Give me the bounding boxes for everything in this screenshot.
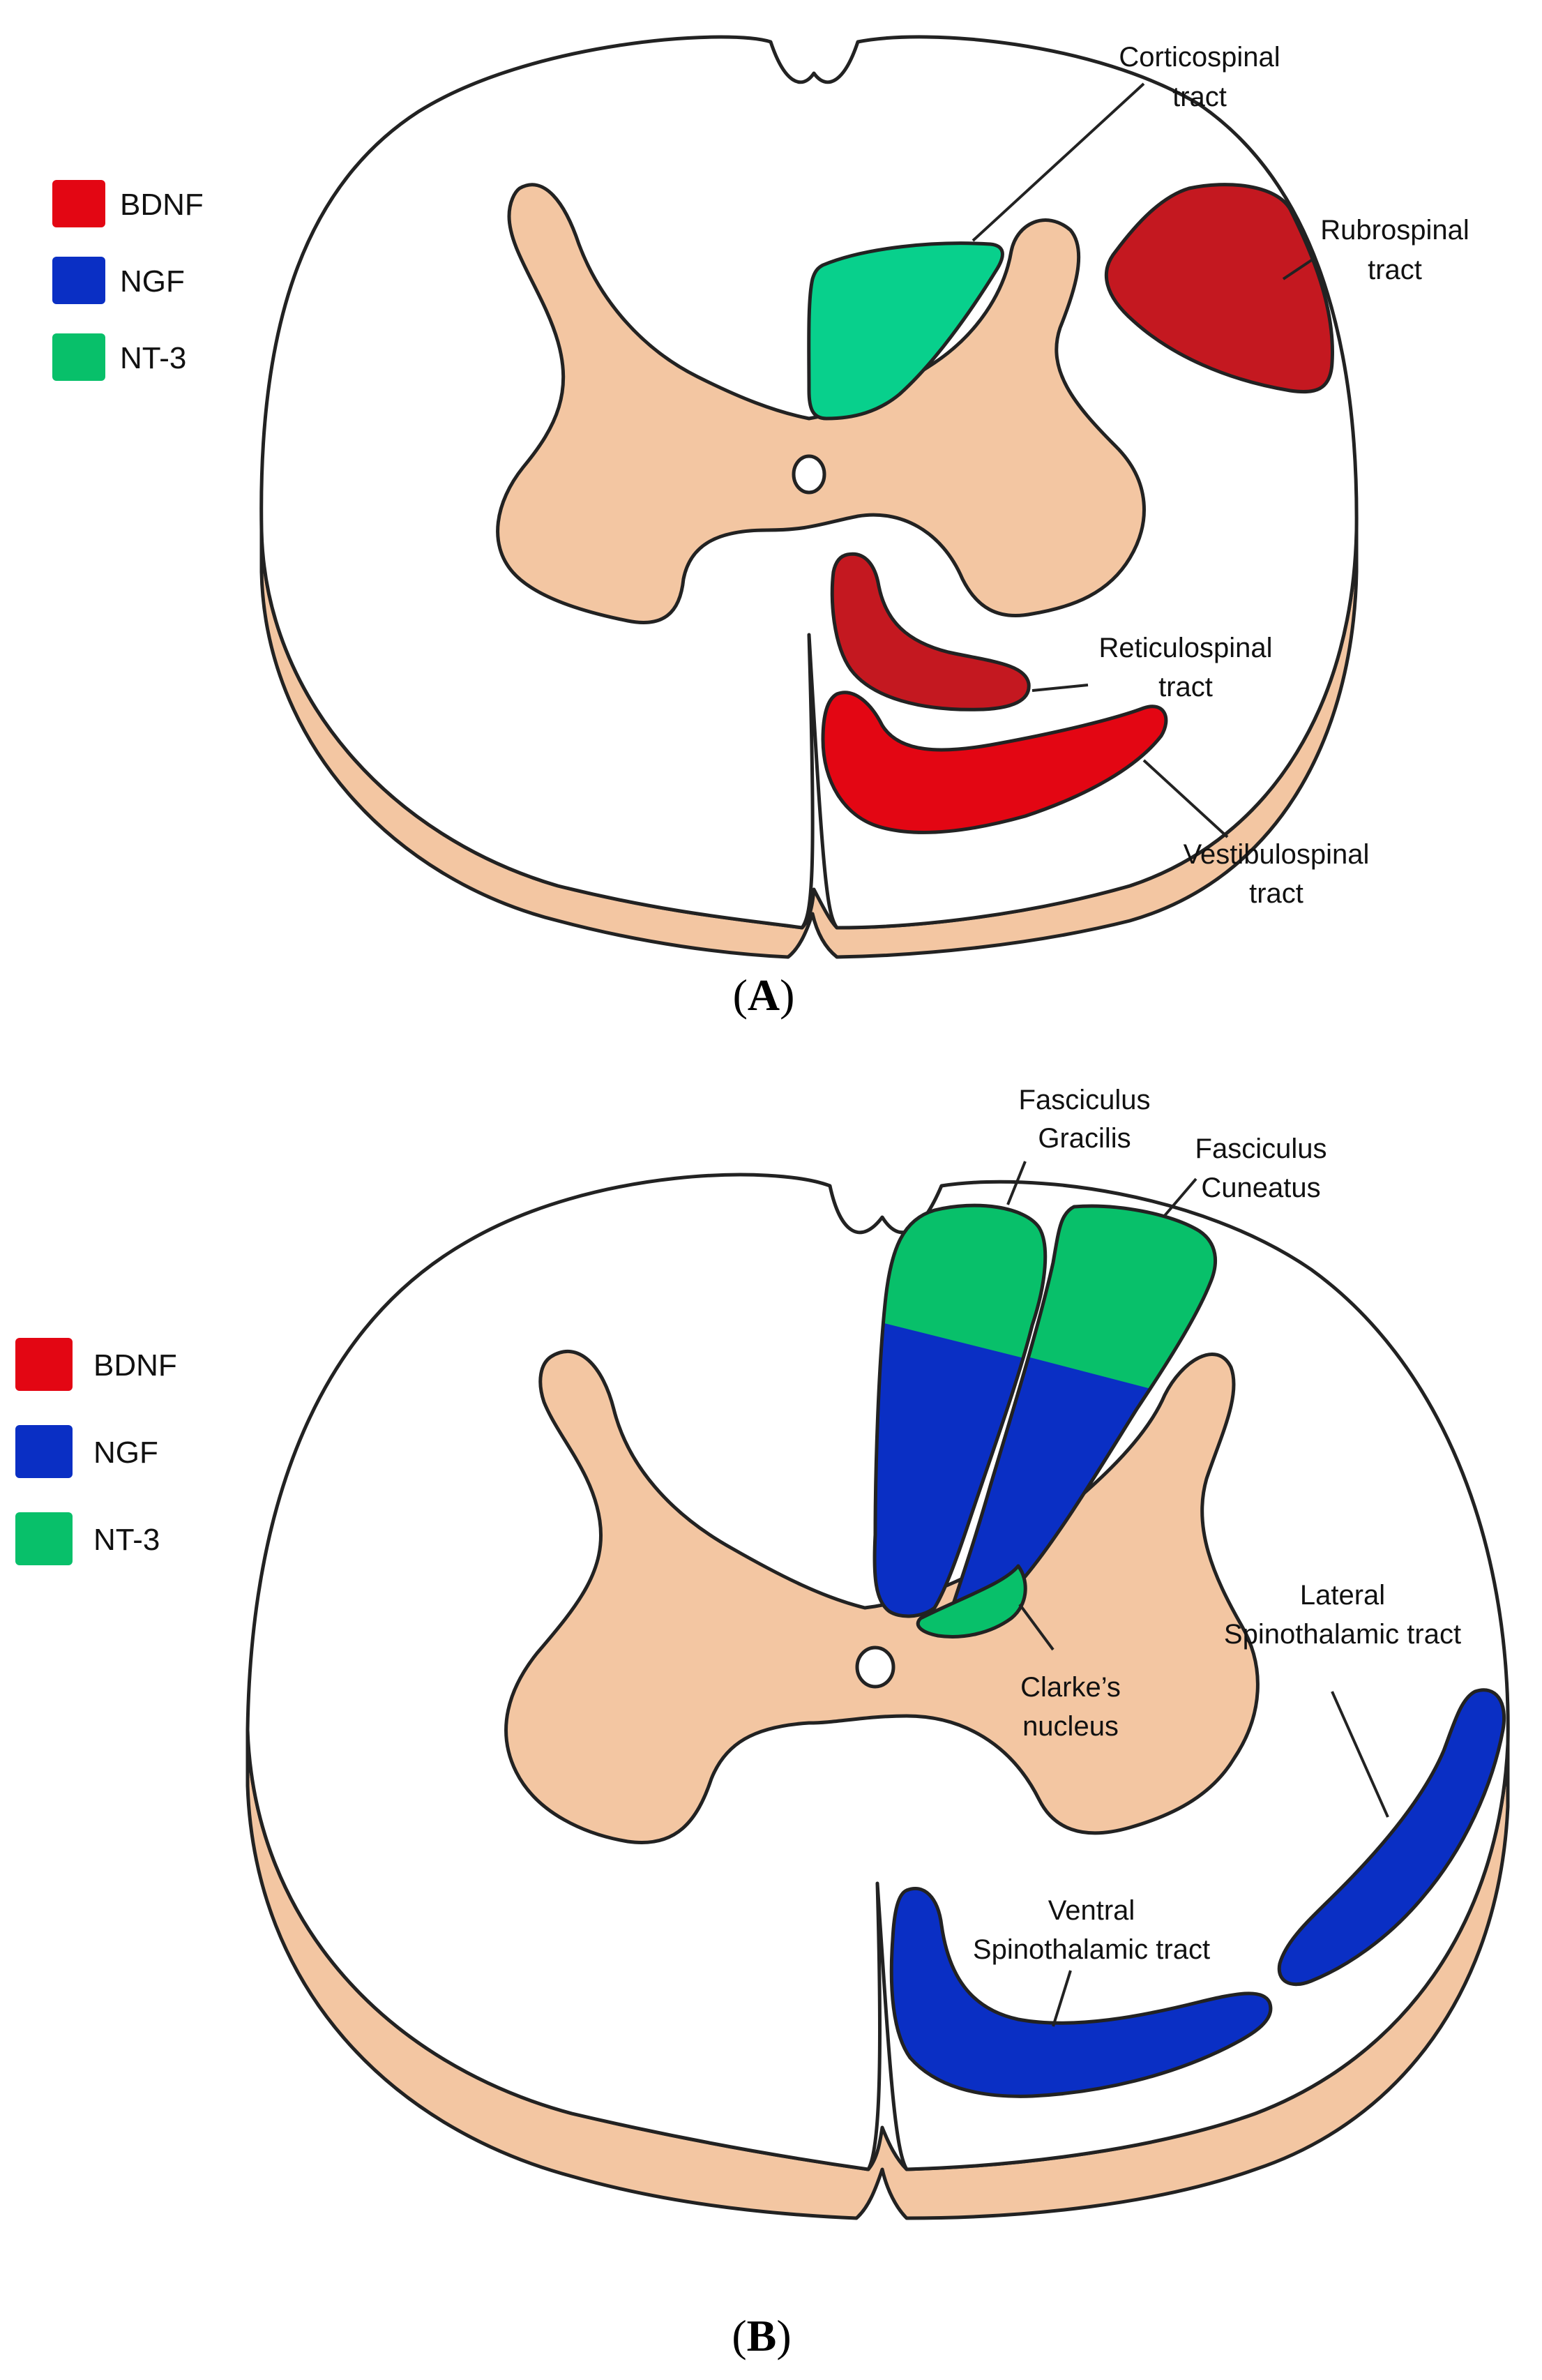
leader-rubrospinal [1282, 257, 1316, 280]
leader-corticospinal [972, 82, 1145, 242]
legend-b-label-nt3: NT-3 [93, 1523, 160, 1557]
tract-rubrospinal-a [1104, 183, 1334, 394]
panel-tag-a: (A) [733, 970, 795, 1020]
legend-b-swatch-bdnf [15, 1338, 73, 1391]
legend-a-label-bdnf: BDNF [120, 188, 204, 222]
label-reticulospinal-line2: tract [1158, 672, 1213, 702]
tract-vestibulospinal-a [821, 691, 1168, 834]
tract-reticulospinal-a [830, 552, 1031, 711]
legend-b-label-bdnf: BDNF [93, 1348, 177, 1383]
label-vestibulospinal-line2: tract [1249, 878, 1303, 909]
label-fasciculus-cuneatus-line2: Cuneatus [1201, 1173, 1320, 1203]
legend-a-label-nt3: NT-3 [120, 341, 186, 375]
label-fasciculus-gracilis-line2: Gracilis [1038, 1123, 1131, 1154]
label-reticulospinal-line1: Reticulospinal [1098, 633, 1272, 663]
label-rubrospinal-line2: tract [1368, 255, 1422, 285]
legend-a-swatch-bdnf [52, 180, 105, 227]
label-fasciculus-gracilis-line1: Fasciculus [1019, 1085, 1151, 1115]
tract-corticospinal-a [807, 241, 1004, 421]
central-canal-a [792, 454, 826, 495]
label-clarkes-nucleus-line1: Clarke’s [1020, 1672, 1121, 1703]
label-corticospinal-line1: Corticospinal [1119, 42, 1280, 73]
tract-ventral-spinothalamic [889, 1887, 1273, 2098]
legend-a: BDNF NGF NT-3 [52, 180, 204, 381]
label-ventral-spinothalamic-line1: Ventral [1048, 1895, 1135, 1926]
leader-fasciculus-gracilis [1006, 1161, 1027, 1205]
label-vestibulospinal-line1: Vestibulospinal [1184, 839, 1370, 870]
clarkes-nucleus [916, 1564, 1027, 1639]
label-rubrospinal-line1: Rubrospinal [1320, 215, 1469, 246]
leader-lateral-spinothalamic [1331, 1691, 1389, 1818]
label-corticospinal-line2: tract [1172, 82, 1227, 112]
leader-clarkes-nucleus [1018, 1603, 1055, 1651]
leader-fasciculus-cuneatus [1162, 1177, 1197, 1219]
panel-a: Corticospinal tract Rubrospinal tract Re… [52, 35, 1469, 1020]
legend-b-label-ngf: NGF [93, 1436, 158, 1470]
label-lateral-spinothalamic-line2: Spinothalamic tract [1224, 1619, 1461, 1650]
legend-a-label-ngf: NGF [120, 264, 185, 299]
label-lateral-spinothalamic-line1: Lateral [1300, 1580, 1385, 1611]
leader-reticulospinal [1031, 684, 1089, 692]
legend-a-swatch-ngf [52, 257, 105, 304]
central-canal-b [855, 1645, 895, 1689]
label-fasciculus-cuneatus-line1: Fasciculus [1195, 1133, 1327, 1164]
label-ventral-spinothalamic-line2: Spinothalamic tract [973, 1934, 1210, 1965]
panel-tag-b: (B) [732, 2311, 791, 2360]
legend-b: BDNF NGF NT-3 [15, 1338, 177, 1565]
legend-b-swatch-ngf [15, 1425, 73, 1478]
leader-vestibulospinal [1142, 759, 1229, 838]
legend-b-swatch-nt3 [15, 1512, 73, 1565]
tract-lateral-spinothalamic [1277, 1688, 1506, 1987]
label-clarkes-nucleus-line2: nucleus [1022, 1711, 1119, 1742]
leader-ventral-spinothalamic [1052, 1970, 1072, 2027]
legend-a-swatch-nt3 [52, 333, 105, 381]
panel-b: Fasciculus Gracilis Fasciculus Cuneatus … [15, 1085, 1510, 2360]
